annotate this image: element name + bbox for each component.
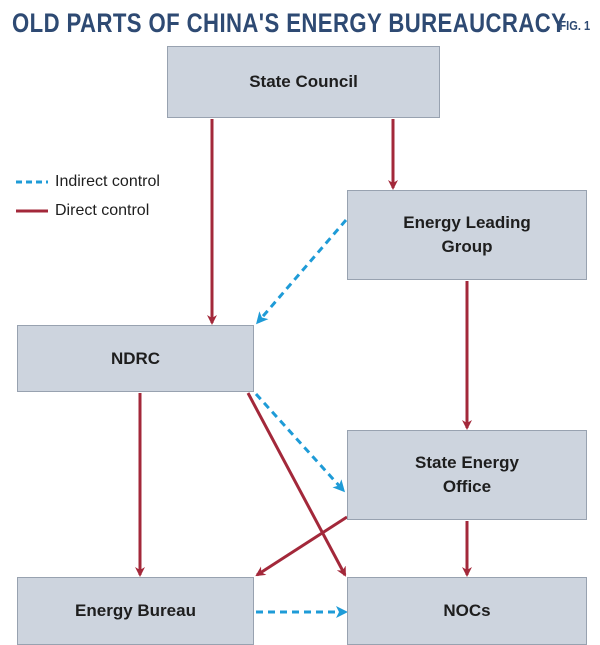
edge-elg-ndrc xyxy=(256,219,348,325)
figure-label: FIG. 1 xyxy=(559,18,590,33)
dashed-line-icon xyxy=(16,180,48,184)
node-ndrc: NDRC xyxy=(17,325,254,392)
node-nocs: NOCs xyxy=(347,577,587,645)
node-state-council: State Council xyxy=(167,46,440,118)
node-label: State Energy Office xyxy=(415,453,519,496)
node-label: Energy Leading Group xyxy=(403,213,531,256)
node-state-energy-office: State Energy Office xyxy=(347,430,587,520)
legend-indirect-label: Indirect control xyxy=(55,173,160,190)
edge-ndrc-nocs xyxy=(246,392,347,577)
node-label: NDRC xyxy=(110,348,161,368)
node-energy-bureau: Energy Bureau xyxy=(17,577,254,645)
diagram-title: OLD PARTS OF CHINA'S ENERGY BUREAUCRACY xyxy=(12,8,567,38)
legend-indirect: Indirect control xyxy=(15,173,160,191)
node-label: State Council xyxy=(249,72,358,91)
legend-direct: Direct control xyxy=(15,202,149,220)
edge-ndrc-seo xyxy=(254,392,346,493)
node-energy-leading-group: Energy Leading Group xyxy=(347,190,587,280)
edge-seo-eb xyxy=(255,515,348,577)
legend-direct-label: Direct control xyxy=(55,202,150,219)
node-label: Energy Bureau xyxy=(75,601,196,620)
solid-line-icon xyxy=(16,209,48,213)
node-label: NOCs xyxy=(443,601,491,620)
